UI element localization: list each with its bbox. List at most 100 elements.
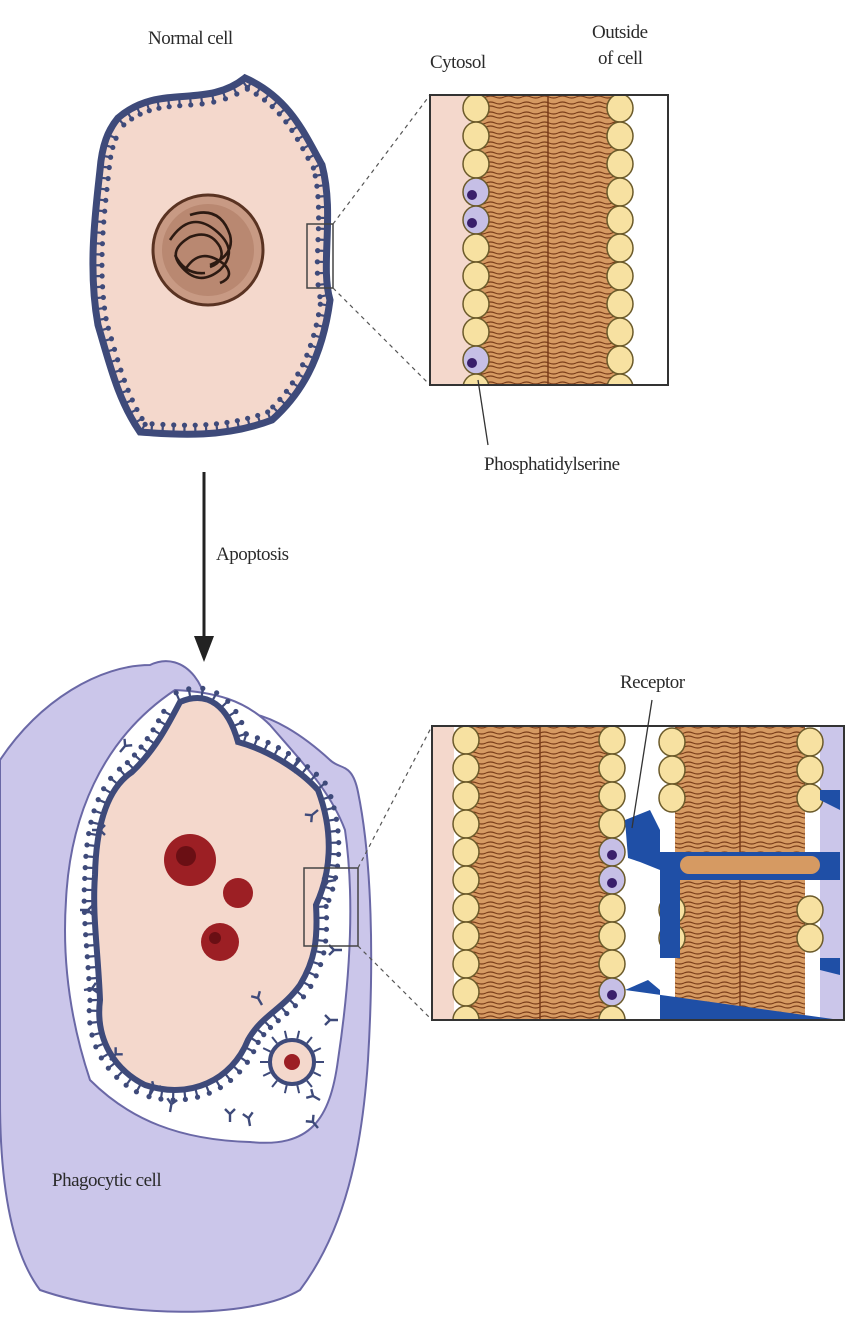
lipid-head (311, 165, 316, 170)
lipid-head (453, 838, 479, 866)
lipid-head (86, 965, 91, 970)
lipid-head (463, 374, 489, 402)
lipid-head (106, 1066, 111, 1071)
phagocytic-cell-label: Phagocytic cell (52, 1170, 161, 1192)
lipid-head (316, 215, 321, 220)
lipid-head (453, 726, 479, 754)
lipid-head (323, 780, 328, 785)
lipid-head (188, 102, 193, 107)
lipid-head (233, 709, 238, 714)
lipid-head (223, 96, 228, 101)
inner-leaflet-heads (463, 94, 489, 402)
lipid-head (599, 726, 625, 754)
lipid-head (261, 1032, 266, 1037)
lipid-head (101, 786, 106, 791)
normal-membrane-bilayer (430, 94, 668, 402)
ps-charge (607, 850, 617, 860)
lipid-head (286, 751, 291, 756)
lipid-head (324, 927, 329, 932)
lipid-head (324, 915, 329, 920)
lipid-head (463, 150, 489, 178)
lipid-head (797, 728, 823, 756)
lipid-head (132, 752, 137, 757)
lipid-head (108, 776, 113, 781)
lipid-head (262, 97, 267, 102)
lipid-head (143, 422, 148, 427)
ps-charge (607, 878, 617, 888)
lipid-head (308, 343, 313, 348)
lipid-head (314, 772, 319, 777)
lipid-head (336, 840, 341, 845)
lipid-head (83, 865, 88, 870)
lipid-head (122, 378, 127, 383)
lipid-head (82, 921, 87, 926)
lipid-head (134, 407, 139, 412)
ps-charge (607, 990, 617, 1000)
lipid-head (326, 898, 331, 903)
lipid-head (104, 187, 109, 192)
outside-of-cell-label-line1: Outside (592, 22, 648, 44)
lipid-head (607, 374, 633, 402)
normal-cell-label: Normal cell (148, 28, 233, 50)
apoptotic-vesicle (270, 1040, 314, 1084)
lipid-head (124, 1083, 129, 1088)
lipid-head (305, 764, 310, 769)
lipid-head (218, 1085, 223, 1090)
lipid-head (453, 922, 479, 950)
lipid-head (316, 312, 321, 317)
lipid-head (147, 108, 152, 113)
lipid-head (82, 887, 87, 892)
lipid-head (171, 422, 176, 427)
lipid-head (113, 136, 118, 141)
lipid-head (659, 756, 685, 784)
lipid-head (300, 362, 305, 367)
lipid-head (83, 854, 88, 859)
lipid-head (607, 318, 633, 346)
lipid-head (117, 766, 122, 771)
lipid-head (315, 271, 320, 276)
zoom-line-bottom (333, 288, 430, 385)
zoom-line-top (333, 95, 430, 224)
lipid-head (334, 817, 339, 822)
lipid-head (149, 421, 154, 426)
lipid-head (214, 690, 219, 695)
lipid-head (255, 413, 260, 418)
lipid-head (284, 1011, 289, 1016)
lipid-head (93, 1044, 98, 1049)
lipid-head (106, 326, 111, 331)
lipid-head (89, 1032, 94, 1037)
zoom-line-top-2 (358, 726, 432, 868)
lipid-head (314, 322, 319, 327)
lipid-head (138, 112, 143, 117)
lipid-head (121, 122, 126, 127)
lipid-head (82, 899, 87, 904)
lipid-head (463, 290, 489, 318)
lipid-head (100, 230, 105, 235)
lipid-head (268, 1025, 273, 1030)
lipid-head (797, 924, 823, 952)
lipid-head (186, 686, 191, 691)
lipid-head (311, 333, 316, 338)
lipid-head (453, 782, 479, 810)
lipid-head (330, 887, 335, 892)
lipid-head (88, 820, 93, 825)
cytosol-label: Cytosol (430, 52, 486, 74)
lipid-head (265, 740, 270, 745)
lipid-head (316, 205, 321, 210)
lipid-head (295, 137, 300, 142)
lipid-head (797, 756, 823, 784)
lipid-head (293, 1003, 298, 1008)
lipid-head (290, 380, 295, 385)
apoptosis-arrow (194, 472, 214, 662)
ps-charge (467, 190, 477, 200)
lipid-head (256, 1040, 261, 1045)
lipid-head (336, 852, 341, 857)
lipid-head (183, 1097, 188, 1102)
lipid-head (463, 94, 489, 122)
lipid-head (254, 92, 259, 97)
lipid-head (463, 262, 489, 290)
lipid-head (453, 978, 479, 1006)
lipid-head (659, 728, 685, 756)
lipid-head (103, 316, 108, 321)
